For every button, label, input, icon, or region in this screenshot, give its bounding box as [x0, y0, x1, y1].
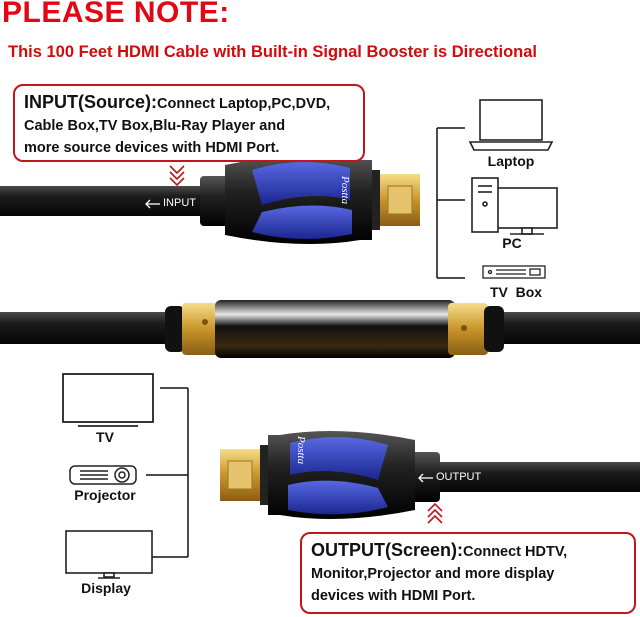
input-line: Connect Laptop,PC,DVD,: [157, 96, 331, 112]
booster-right-cable: [500, 312, 640, 344]
input-cable: [0, 186, 200, 216]
output-line: Monitor,Projector and more display: [311, 566, 555, 582]
arrow-left-icon: [145, 199, 160, 209]
source-bracket: [436, 127, 465, 279]
booster-left-cable: [0, 312, 168, 344]
tv-icon: [62, 373, 154, 427]
output-line: devices with HDMI Port.: [311, 588, 476, 604]
arrow-left-icon: [418, 473, 433, 483]
output-cable: [440, 462, 640, 492]
output-cable-label: OUTPUT: [436, 471, 482, 483]
input-source-note: INPUT(Source):Connect Laptop,PC,DVD, Cab…: [13, 84, 365, 162]
pc-label: PC: [502, 235, 522, 251]
input-line: Cable Box,TV Box,Blu-Ray Player and: [24, 118, 286, 134]
display-bracket: [146, 387, 189, 558]
input-line: more source devices with HDMI Port.: [24, 140, 280, 156]
brand-logo-output: Postta: [295, 435, 307, 465]
signal-booster: [165, 300, 504, 358]
tv-box-icon: [482, 265, 546, 279]
monitor-icon: [65, 530, 153, 579]
output-screen-note: OUTPUT(Screen):Connect HDTV, Monitor,Pro…: [300, 532, 636, 614]
laptop-label: Laptop: [487, 153, 535, 169]
laptop-icon: [468, 99, 554, 151]
input-hdmi-connector: [200, 156, 420, 244]
tv-box-label: TV Box: [489, 284, 543, 300]
projector-label: Projector: [74, 487, 136, 503]
input-heading: INPUT(Source):: [24, 92, 158, 112]
display-label: Display: [81, 580, 131, 596]
output-line: Connect HDTV,: [463, 544, 568, 560]
chevron-down-icon: [169, 165, 185, 187]
input-cable-label: INPUT: [163, 197, 196, 209]
brand-logo-input: Postta: [339, 175, 351, 205]
output-hdmi-connector: [220, 431, 440, 519]
projector-icon: [69, 465, 137, 485]
desktop-pc-icon: [471, 177, 558, 235]
chevron-up-icon: [427, 502, 443, 524]
page-title: PLEASE NOTE:: [2, 0, 230, 29]
page-subtitle: This 100 Feet HDMI Cable with Built-in S…: [8, 43, 537, 61]
output-heading: OUTPUT(Screen):: [311, 540, 464, 560]
tv-label: TV: [96, 429, 114, 445]
